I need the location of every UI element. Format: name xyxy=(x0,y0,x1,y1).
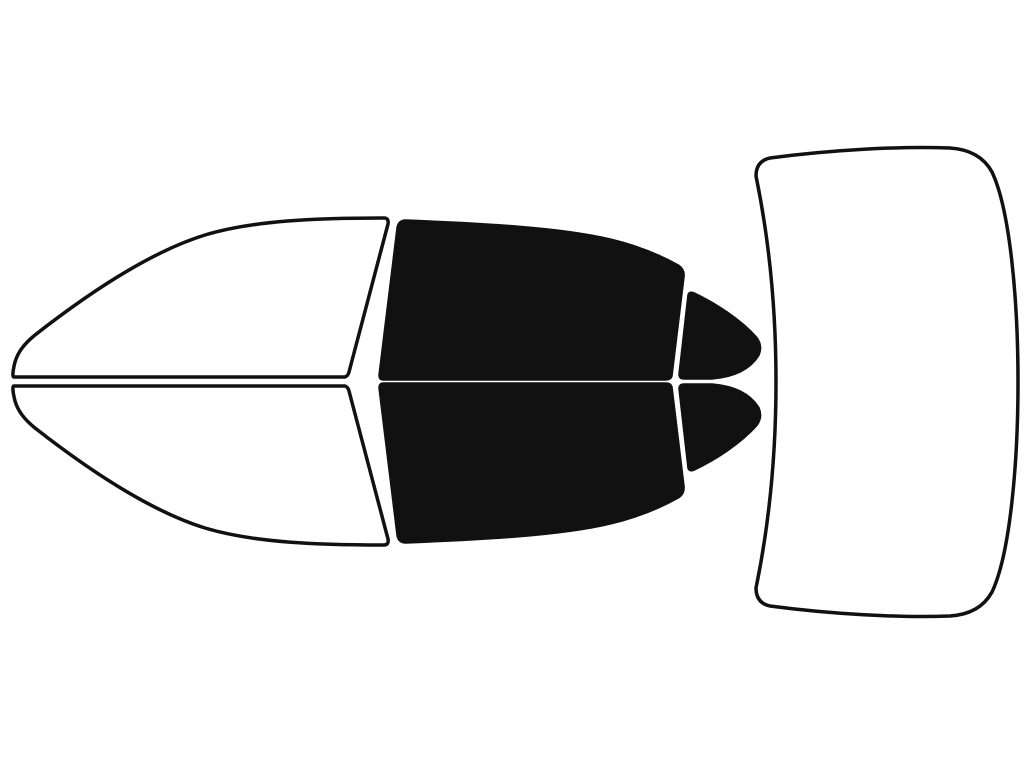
rear-left-quarter-window-pane xyxy=(678,291,762,380)
rear-right-quarter-window-pane xyxy=(678,383,762,472)
front-right-window-pane xyxy=(378,382,685,544)
front-windshield-lower-pane xyxy=(11,384,390,547)
front-windshield-upper-pane xyxy=(11,216,390,379)
rear-windshield-pane xyxy=(754,145,1020,619)
front-left-window-pane xyxy=(378,219,685,381)
